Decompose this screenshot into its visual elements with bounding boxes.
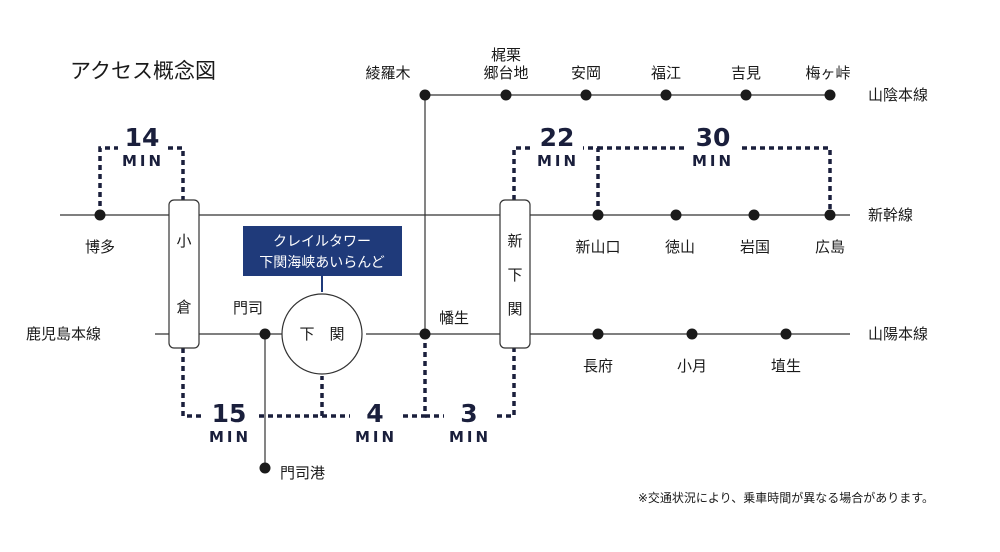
label-kagoshima-line: 鹿児島本線	[26, 325, 101, 343]
shinshimonoseki-label-3: 関	[507, 300, 522, 318]
station-dots	[94, 89, 836, 474]
time-shimonoseki-hatabu: 4	[366, 399, 383, 428]
label-hiroshima: 広島	[815, 238, 845, 256]
label-ozuki: 小月	[677, 357, 707, 375]
label-tokuyama: 徳山	[665, 238, 695, 256]
label-mojiko: 門司港	[280, 464, 325, 482]
label-moji: 門司	[233, 299, 263, 317]
station-dot-hiroshima	[824, 209, 836, 221]
map-title: アクセス概念図	[70, 59, 216, 83]
shinshimonoseki-label-1: 新	[507, 232, 522, 250]
destination-name-1: クレイルタワー	[273, 234, 371, 250]
unit-kokura-shimonoseki: MIN	[209, 428, 251, 446]
label-shinyamaguchi: 新山口	[575, 238, 620, 256]
station-dot-ayaragi	[419, 89, 431, 101]
unit-hatabu-shinshimonoseki: MIN	[449, 428, 491, 446]
travel-time-labels: 14 MIN 22 MIN 30 MIN 15 MIN 4 MIN 3 MIN	[118, 123, 740, 446]
label-yasuoka: 安岡	[571, 64, 601, 82]
label-ayaragi: 綾羅木	[365, 64, 410, 82]
station-labels: 綾羅木 梶栗 郷台地 安岡 福江 吉見 梅ヶ峠 博多 新山口 徳山 岩国 広島 …	[85, 46, 851, 482]
kokura-station: 小 倉	[168, 199, 200, 349]
label-umegatou: 梅ヶ峠	[805, 64, 850, 82]
kokura-box	[168, 199, 200, 349]
shimonoseki-label: 下 関	[299, 325, 344, 343]
station-dot-tokuyama	[670, 209, 682, 221]
label-chofu: 長府	[583, 357, 613, 375]
kokura-label-2: 倉	[176, 298, 191, 316]
time-kokura-shimonoseki: 15	[212, 399, 247, 428]
unit-hakata-kokura: MIN	[122, 152, 164, 170]
unit-shinyamaguchi-hiroshima: MIN	[692, 152, 734, 170]
label-hakata: 博多	[85, 238, 115, 256]
time-shinshimonoseki-shinyamaguchi: 22	[540, 123, 575, 152]
station-dot-chofu	[592, 328, 604, 340]
travel-time-note: ※交通状況により、乗車時間が異なる場合があります。	[638, 490, 934, 505]
label-hatabu: 幡生	[439, 309, 469, 327]
station-dot-shinyamaguchi	[592, 209, 604, 221]
destination-background	[243, 226, 402, 276]
label-iwakuni: 岩国	[740, 238, 770, 256]
label-shinkansen: 新幹線	[868, 206, 913, 224]
time-hakata-kokura: 14	[125, 123, 160, 152]
station-dot-habu	[780, 328, 792, 340]
station-dot-yoshimi	[740, 89, 752, 101]
shinshimonoseki-station: 新 下 関	[499, 199, 531, 349]
destination-box: クレイルタワー 下関海峡あいらんど	[243, 226, 402, 276]
time-shinyamaguchi-hiroshima: 30	[696, 123, 731, 152]
label-fukue: 福江	[651, 64, 681, 82]
station-dot-hakata	[94, 209, 106, 221]
kokura-label-1: 小	[176, 232, 191, 250]
unit-shinshimonoseki-shinyamaguchi: MIN	[537, 152, 579, 170]
shinshimonoseki-label-2: 下	[507, 266, 522, 284]
label-yoshimi: 吉見	[731, 64, 761, 82]
shimonoseki-station: 下 関	[281, 293, 363, 375]
label-sanyo-line: 山陽本線	[868, 325, 928, 343]
shinshimonoseki-box	[499, 199, 531, 349]
station-dot-hatabu	[419, 328, 431, 340]
unit-shimonoseki-hatabu: MIN	[355, 428, 397, 446]
label-kajikuri-2: 郷台地	[483, 64, 528, 82]
station-dot-mojiko	[259, 462, 271, 474]
label-habu: 埴生	[771, 357, 801, 375]
line-labels: 山陰本線 新幹線 山陽本線 鹿児島本線	[26, 86, 928, 343]
label-kajikuri-1: 梶栗	[491, 46, 521, 64]
station-dot-ozuki	[686, 328, 698, 340]
destination-name-2: 下関海峡あいらんど	[259, 255, 385, 271]
station-dot-moji	[259, 328, 271, 340]
time-hatabu-shinshimonoseki: 3	[460, 399, 477, 428]
label-sanin-line: 山陰本線	[868, 86, 928, 104]
travel-routes	[98, 146, 832, 418]
station-dot-kajikuri	[500, 89, 512, 101]
shimonoseki-circle	[281, 293, 363, 375]
station-dot-iwakuni	[748, 209, 760, 221]
station-dot-umegatou	[824, 89, 836, 101]
station-dot-yasuoka	[580, 89, 592, 101]
station-dot-fukue	[660, 89, 672, 101]
